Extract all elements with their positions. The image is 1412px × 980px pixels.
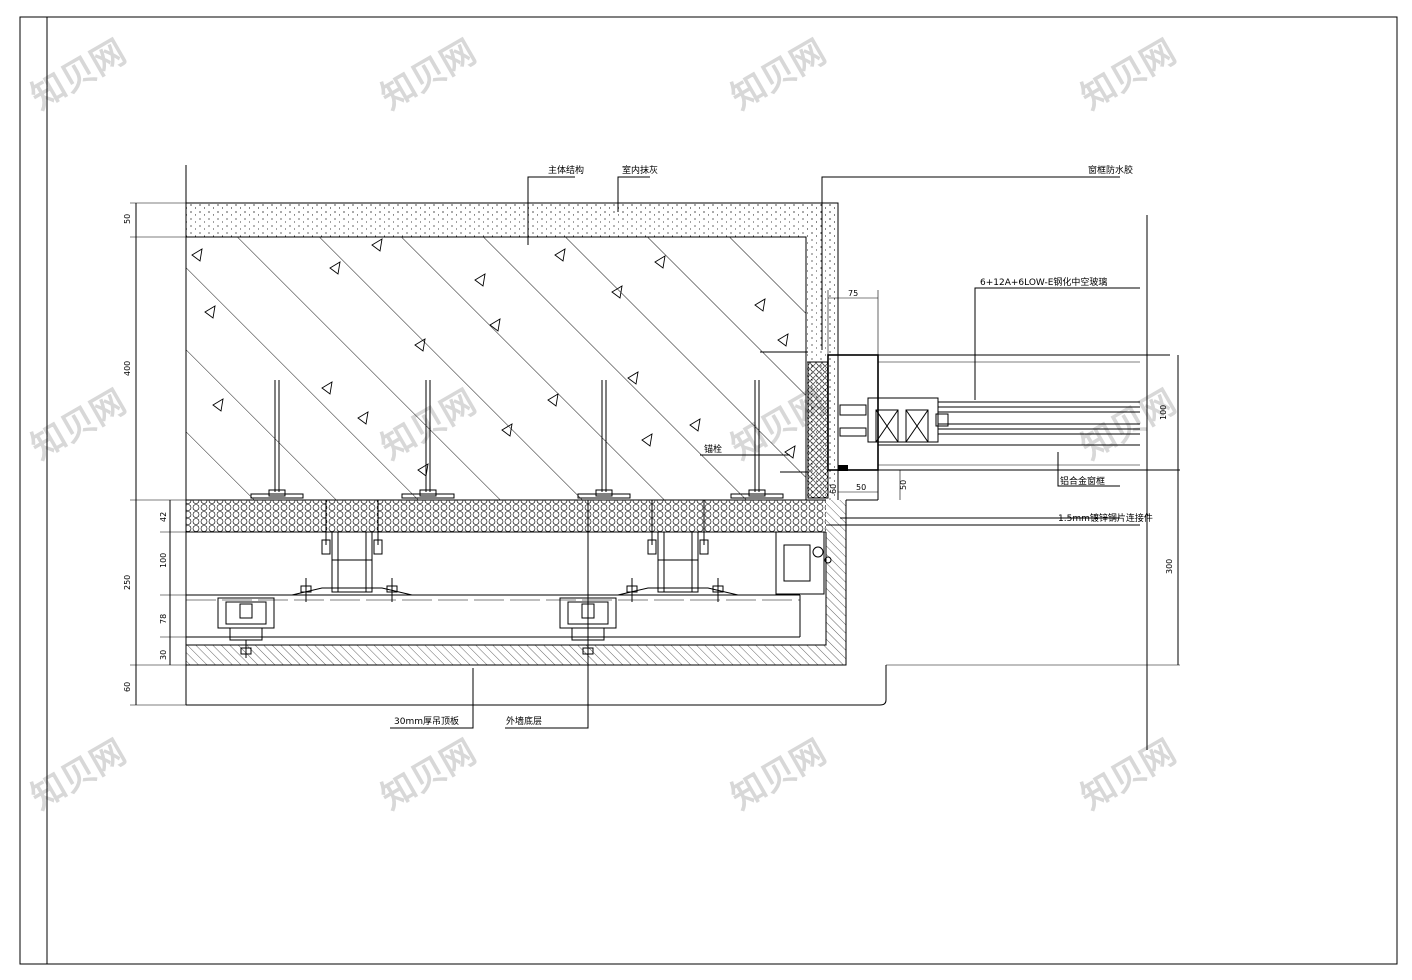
dim-60: 60: [123, 682, 132, 692]
right-dimension-chain: 75 100 50 50 60 300: [827, 215, 1179, 750]
label-indoor-finish: 室内抹灰: [622, 164, 658, 176]
insulation-band: [186, 499, 826, 533]
ceiling-board: [186, 500, 847, 666]
watermark-text: 知贝网: [25, 382, 133, 468]
label-anchor: 锚栓: [704, 443, 722, 455]
dim-50-top: 50: [123, 214, 132, 224]
label-window-frame-seal: 窗框防水胶: [1088, 164, 1133, 176]
leader-lines: [390, 176, 1140, 729]
dim-100: 100: [159, 553, 168, 568]
label-main-structure: 主体结构: [548, 164, 584, 176]
plaster-layer: [186, 202, 839, 500]
label-base-layer: 外墙底层: [506, 715, 542, 727]
ceiling-rails: [186, 594, 801, 638]
dim-78: 78: [159, 614, 168, 624]
watermark-text: 知贝网: [25, 732, 133, 818]
window-frame-profile: [827, 354, 949, 471]
dim-75: 75: [848, 289, 858, 298]
left-dimension-chain: 50 400 42 100 250 78 30 60: [123, 165, 190, 706]
watermark-text: 知贝网: [25, 32, 133, 118]
inner-frame: [46, 16, 1398, 965]
main-concrete-structure: [185, 236, 807, 501]
dim-400: 400: [123, 361, 132, 376]
label-glass-spec: 6+12A+6LOW-E钢化中空玻璃: [980, 276, 1107, 288]
dim-250: 250: [123, 575, 132, 590]
label-alu-window-frame: 铝合金窗框: [1060, 475, 1105, 487]
glass-panel: [878, 354, 1180, 471]
dim-100-right: 100: [1159, 405, 1168, 420]
watermark-text: 知贝网: [375, 732, 483, 818]
watermark-text: 知贝网: [1075, 32, 1183, 118]
connection-lines: [186, 470, 1180, 706]
dim-50-vert: 50: [899, 480, 908, 490]
dim-50-right: 50: [856, 483, 866, 492]
steel-brackets: [291, 500, 739, 602]
anchor-rods: [250, 380, 784, 499]
dim-60-right: 60: [829, 484, 838, 494]
watermark-text: 知贝网: [1075, 732, 1183, 818]
dim-300: 300: [1165, 559, 1174, 574]
watermark-text: 知贝网: [1075, 382, 1183, 468]
dim-42: 42: [159, 512, 168, 522]
watermark-text: 知贝网: [375, 32, 483, 118]
label-steel-bracket: 1.5mm镀锌钢片连接件: [1058, 512, 1153, 524]
watermark-text: 知贝网: [725, 732, 833, 818]
dim-30: 30: [159, 650, 168, 660]
edge-connector: [775, 531, 832, 595]
watermark-text: 知贝网: [725, 32, 833, 118]
label-ceiling-board: 30mm厚吊顶板: [394, 715, 459, 727]
window-seal-column: [807, 361, 829, 499]
